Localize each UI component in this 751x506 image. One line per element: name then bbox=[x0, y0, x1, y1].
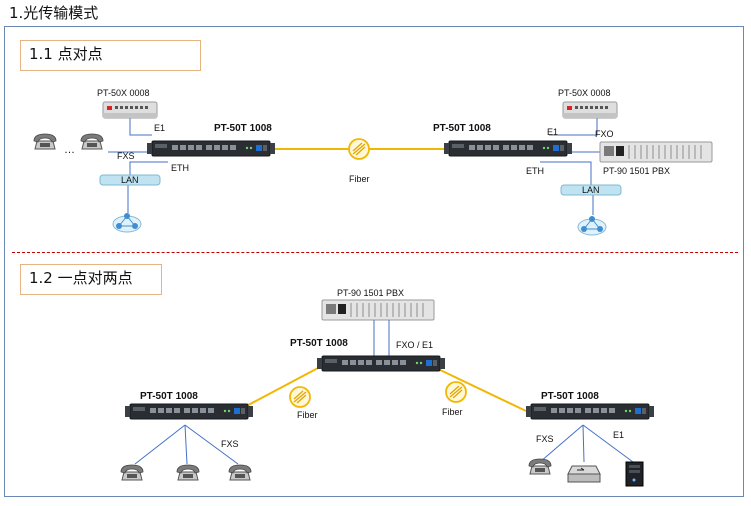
pt50t-left-label: PT-50T 1008 bbox=[214, 123, 272, 134]
lan-cloud-icon bbox=[112, 212, 142, 233]
fiber-s2-right-label: Fiber bbox=[442, 407, 463, 417]
ellipsis-label: … bbox=[64, 144, 75, 156]
pbx-s2-label: PT-90 1501 PBX bbox=[337, 288, 404, 298]
fiber-s2-left-label: Fiber bbox=[297, 410, 318, 420]
switch-icon bbox=[567, 465, 601, 483]
pt50x-right-device bbox=[562, 101, 618, 119]
fiber-s1-label: Fiber bbox=[349, 174, 370, 184]
phone-icon bbox=[33, 133, 57, 150]
section-divider bbox=[12, 252, 738, 253]
lan-left-bar bbox=[99, 174, 161, 186]
pbx-s1-device bbox=[599, 141, 713, 163]
fxs-left-label: FXS bbox=[117, 151, 135, 161]
e1-right-label: E1 bbox=[547, 127, 558, 137]
e1-left-label: E1 bbox=[154, 123, 165, 133]
pt50t-left-device bbox=[146, 140, 276, 157]
lan-right-bar bbox=[560, 184, 622, 196]
pt50t-s2-left-label: PT-50T 1008 bbox=[140, 391, 198, 402]
lan-cloud-icon bbox=[577, 215, 607, 236]
section-1-title: 1.1 点对点 bbox=[20, 40, 201, 71]
fxo-e1-s2-label: FXO / E1 bbox=[396, 340, 433, 350]
phone-icon bbox=[176, 464, 200, 481]
fxo-s1-label: FXO bbox=[595, 129, 614, 139]
pt50t-center-device bbox=[316, 355, 446, 372]
pt50x-left-label: PT-50X 0008 bbox=[97, 88, 150, 98]
pt50t-center-label: PT-50T 1008 bbox=[290, 338, 348, 349]
pt50x-left-device bbox=[102, 101, 158, 119]
lan-right-label: LAN bbox=[582, 185, 600, 195]
page-heading: 1.光传输模式 bbox=[9, 4, 99, 22]
lan-left-label: LAN bbox=[121, 175, 139, 185]
pt50t-bottom-right-device bbox=[525, 403, 655, 420]
fiber-icon bbox=[445, 381, 467, 403]
e1-s2-right-label: E1 bbox=[613, 430, 624, 440]
pt50t-s2-right-label: PT-50T 1008 bbox=[541, 391, 599, 402]
section-2-title: 1.2 一点对两点 bbox=[20, 264, 162, 295]
phone-icon bbox=[228, 464, 252, 481]
pt50t-right-label: PT-50T 1008 bbox=[433, 123, 491, 134]
fiber-icon bbox=[348, 138, 370, 160]
fiber-icon bbox=[289, 386, 311, 408]
pt50x-right-label: PT-50X 0008 bbox=[558, 88, 611, 98]
diagram-frame bbox=[4, 26, 744, 497]
phone-icon bbox=[528, 458, 552, 475]
server-icon bbox=[625, 461, 644, 487]
phone-icon bbox=[80, 133, 104, 150]
pbx-s1-label: PT-90 1501 PBX bbox=[603, 166, 670, 176]
pt50t-bottom-left-device bbox=[124, 403, 254, 420]
pbx-s2-device bbox=[321, 299, 435, 321]
phone-icon bbox=[120, 464, 144, 481]
fxs-s2-right-label: FXS bbox=[536, 434, 554, 444]
eth-left-label: ETH bbox=[171, 163, 189, 173]
eth-right-label: ETH bbox=[526, 166, 544, 176]
pt50t-right-device bbox=[443, 140, 573, 157]
fxs-s2-left-label: FXS bbox=[221, 439, 239, 449]
